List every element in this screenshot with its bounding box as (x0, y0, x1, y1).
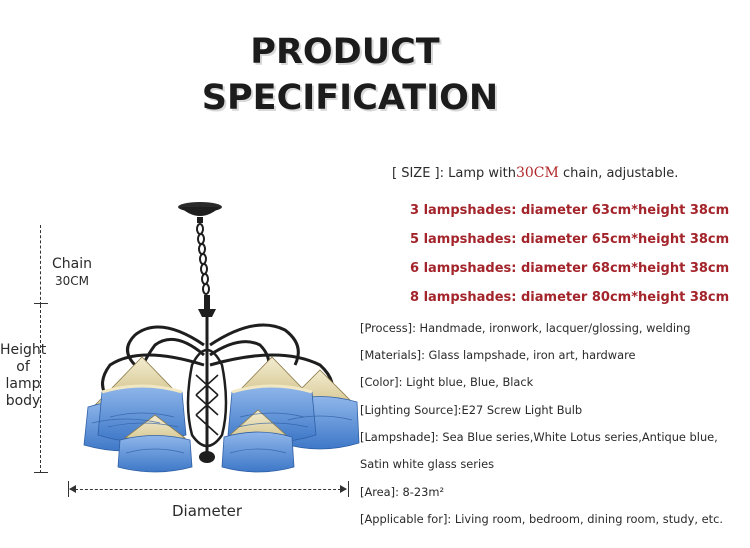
shade-option-6: 6 lampshades: diameter 68cm*height 38cm (410, 261, 730, 276)
diameter-dimension-line (70, 489, 346, 490)
spec-applicable: [Applicable for]: Living room, bedroom, … (360, 512, 723, 526)
spec-process: [Process]: Handmade, ironwork, lacquer/g… (360, 321, 691, 335)
chain-value: 30CM (55, 274, 90, 288)
lampshade-front-left (117, 414, 193, 473)
size-chain-length: 30CM (515, 165, 559, 181)
shade-option-5: 5 lampshades: diameter 65cm*height 38cm (410, 232, 730, 247)
chandelier-illustration (83, 202, 360, 473)
height-label-2: of (16, 359, 30, 375)
size-text-before: Lamp with (448, 166, 516, 181)
height-label-1: Height (0, 342, 47, 358)
height-label-4: body (5, 393, 41, 409)
spec-lampshade: [Lampshade]: Sea Blue series,White Lotus… (360, 430, 718, 444)
height-dimension-tick (34, 472, 48, 473)
chain-dimension-line (40, 225, 41, 305)
ceiling-canopy (178, 202, 222, 223)
lampshade-panel-details (91, 412, 353, 454)
chain (196, 223, 210, 295)
spec-color: [Color]: Light blue, Blue, Black (360, 375, 534, 389)
spec-lighting-source: [Lighting Source]:E27 Screw Light Bulb (360, 403, 583, 417)
diameter-tick-left (68, 481, 69, 497)
height-label: Height of lamp body (0, 342, 46, 410)
chain-dimension-tick (34, 303, 48, 304)
title-line-2: SPECIFICATION (201, 78, 499, 118)
size-label: [ SIZE ]: (392, 166, 444, 181)
size-line: [ SIZE ]: Lamp with30CM chain, adjustabl… (392, 165, 678, 181)
diameter-tick-right (348, 481, 349, 497)
lampshade-front (221, 409, 295, 473)
diameter-arrow-left-icon (69, 485, 76, 493)
chain-label: Chain (52, 256, 92, 272)
shade-option-8: 8 lampshades: diameter 80cm*height 38cm (410, 290, 730, 305)
shade-option-3: 3 lampshades: diameter 63cm*height 38cm (410, 203, 730, 218)
diameter-arrow-right-icon (340, 485, 347, 493)
spec-lampshade-cont: Satin white glass series (360, 457, 495, 471)
size-text-after: chain, adjustable. (563, 166, 679, 181)
lamp-body (186, 295, 228, 463)
height-label-3: lamp (5, 376, 41, 392)
diameter-label: Diameter (172, 502, 243, 520)
spec-materials: [Materials]: Glass lampshade, iron art, … (360, 348, 636, 362)
height-dimension-line (40, 305, 41, 473)
title-line-1: PRODUCT (250, 32, 440, 72)
spec-area: [Area]: 8-23m² (360, 485, 445, 499)
